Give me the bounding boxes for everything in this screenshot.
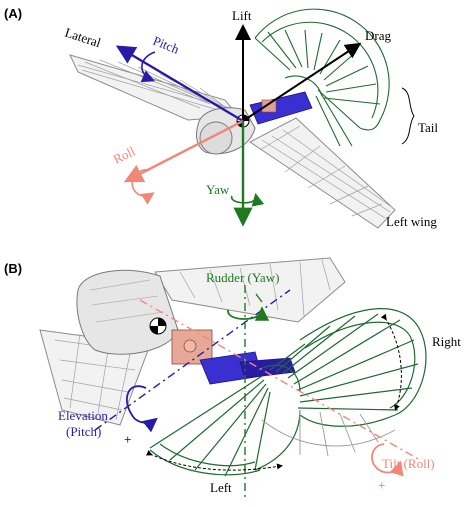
tail-fan-a bbox=[254, 8, 390, 147]
rudder-rotation-arrow bbox=[227, 306, 270, 321]
left-wing-label: Left wing bbox=[386, 214, 437, 229]
actuator-mechanism-b bbox=[171, 329, 296, 385]
roll-rotation-arrow bbox=[131, 168, 155, 205]
left-spread-arrow bbox=[146, 450, 283, 471]
elevation-label-1: Elevation bbox=[58, 408, 108, 423]
tail-label: Tail bbox=[418, 120, 438, 135]
right-label: Right bbox=[432, 334, 461, 349]
lateral-arrow bbox=[115, 45, 244, 123]
right-spread-arrow bbox=[380, 313, 402, 411]
pitch-rotation-arrow bbox=[140, 51, 156, 83]
roll-label: Roll bbox=[111, 143, 138, 166]
roll-axis-line bbox=[139, 299, 421, 461]
upper-wing-b bbox=[154, 257, 346, 323]
left-label: Left bbox=[210, 480, 232, 495]
tilt-label: Tilt (Roll) bbox=[382, 456, 435, 471]
panel-a: (A) bbox=[4, 6, 438, 229]
lift-label: Lift bbox=[232, 8, 252, 23]
panel-b-label: (B) bbox=[4, 261, 22, 276]
elevation-rotation-arrow bbox=[125, 385, 158, 433]
fuselage-b bbox=[76, 269, 179, 355]
pitch-label: Pitch bbox=[151, 33, 182, 57]
left-wing-a bbox=[249, 117, 396, 229]
drag-label: Drag bbox=[365, 28, 391, 43]
right-wing-a bbox=[69, 54, 239, 121]
lateral-label: Lateral bbox=[63, 25, 103, 51]
elevation-plus: + bbox=[124, 432, 131, 447]
panel-a-label: (A) bbox=[4, 6, 22, 21]
yaw-label: Yaw bbox=[206, 182, 230, 197]
elevation-label-2: (Pitch) bbox=[66, 424, 101, 439]
yaw-rotation-arrow bbox=[231, 192, 265, 207]
rudder-label: Rudder (Yaw) bbox=[206, 270, 279, 285]
rudder-plus-mark bbox=[255, 293, 263, 303]
drag-arrow bbox=[242, 42, 362, 122]
tilt-plus: + bbox=[378, 478, 385, 493]
tilt-rotation-arrow bbox=[371, 443, 404, 477]
tail-bracket bbox=[401, 87, 415, 145]
panel-b: (B) bbox=[4, 257, 461, 500]
